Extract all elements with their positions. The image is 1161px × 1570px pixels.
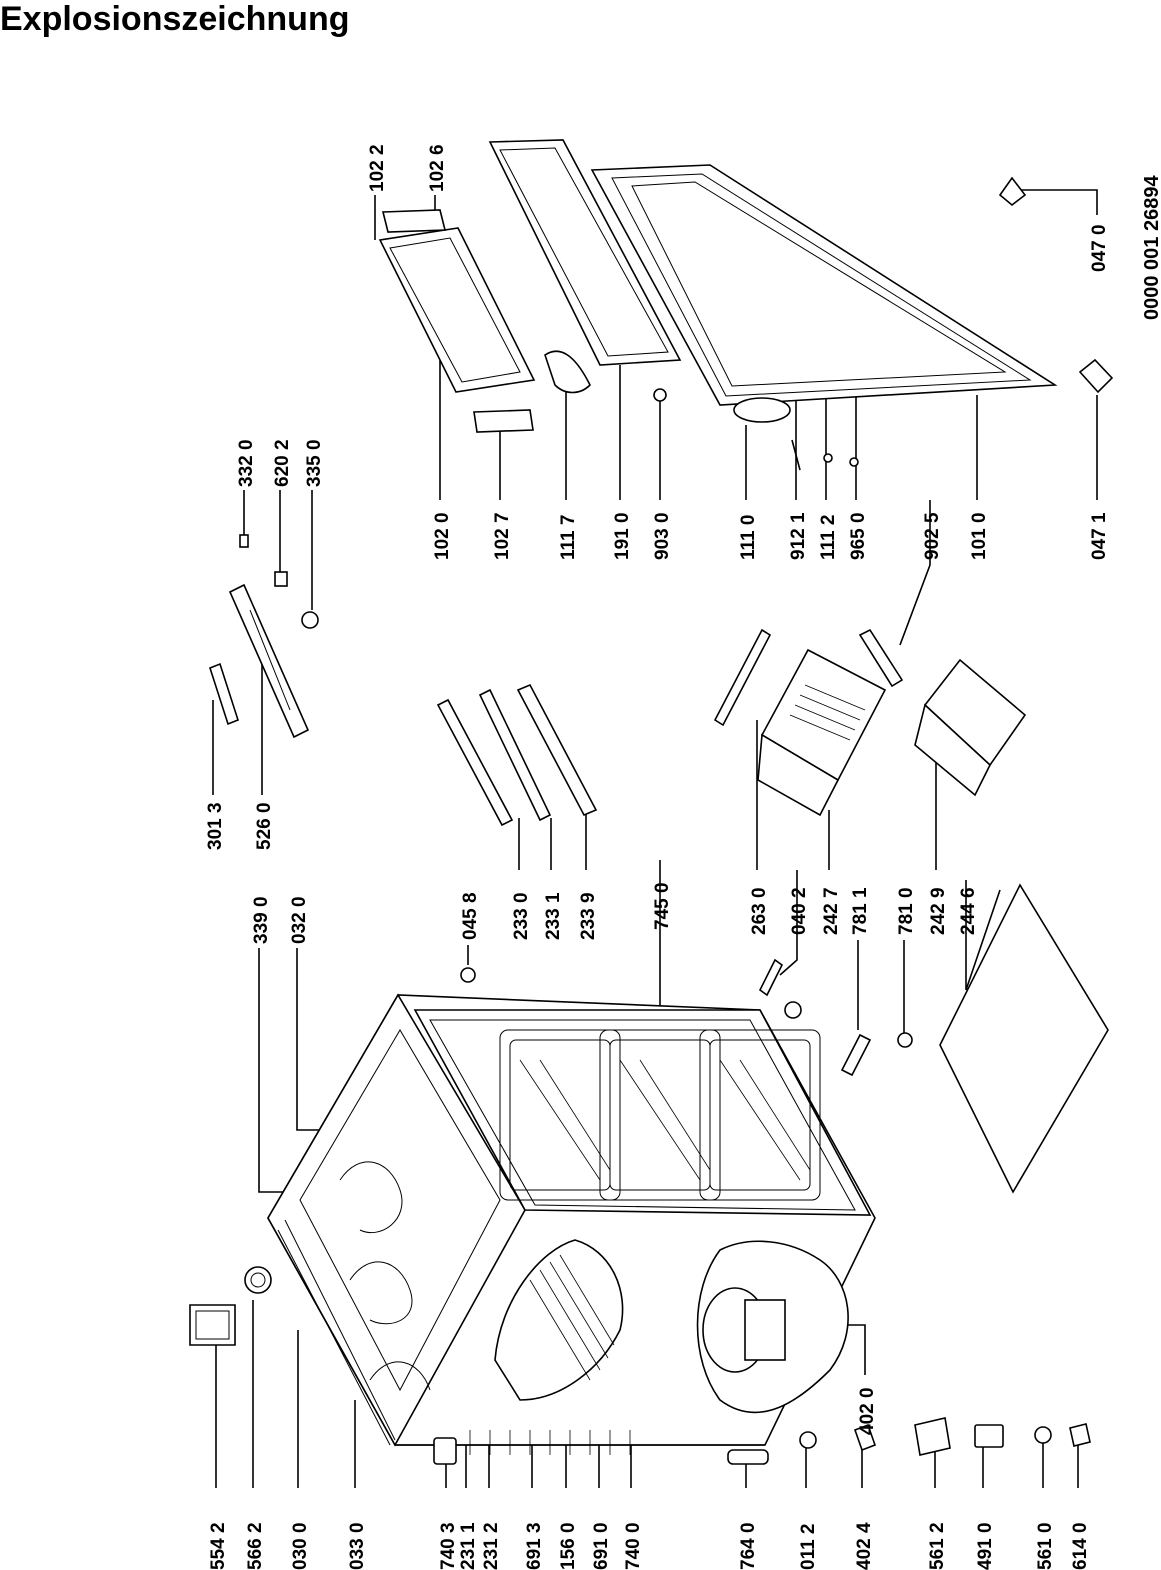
label-231-2: 231 2 [481, 1522, 502, 1570]
label-561-0: 561 0 [1035, 1522, 1056, 1570]
label-566-2: 566 2 [245, 1522, 266, 1570]
label-339-0: 339 0 [251, 896, 272, 944]
label-102-6: 102 6 [427, 144, 448, 192]
label-902-5: 902 5 [922, 512, 943, 560]
label-101-0: 101 0 [969, 512, 990, 560]
label-912-1: 912 1 [788, 512, 809, 560]
label-011-2: 011 2 [798, 1524, 819, 1570]
drawer-grid [789, 684, 866, 741]
door-panel [590, 164, 1058, 406]
label-614-0: 614 0 [1070, 1522, 1091, 1570]
label-781-1: 781 1 [850, 887, 871, 935]
label-242-7: 242 7 [821, 887, 842, 935]
label-102-2: 102 2 [367, 144, 388, 192]
page-title: Explosionszeichnung [0, 0, 350, 38]
label-233-9: 233 9 [578, 892, 599, 940]
label-764-0: 764 0 [738, 1522, 759, 1570]
condenser-coil [529, 1254, 615, 1381]
label-263-0: 263 0 [749, 887, 770, 935]
label-191-0: 191 0 [612, 512, 633, 560]
label-620-2: 620 2 [272, 439, 293, 487]
label-402-4: 402 4 [854, 1522, 875, 1570]
label-554-2: 554 2 [208, 1522, 229, 1570]
label-231-1: 231 1 [458, 1522, 479, 1570]
document-id: 0000 001 26894 [1141, 175, 1161, 320]
label-781-0: 781 0 [896, 887, 917, 935]
label-561-2: 561 2 [927, 1522, 948, 1570]
label-111-2: 111 2 [818, 515, 839, 560]
label-040-2: 040 2 [789, 887, 810, 935]
label-032-0: 032 0 [289, 896, 310, 944]
label-045-8: 045 8 [460, 892, 481, 940]
label-033-0: 033 0 [347, 1522, 368, 1570]
wire-shelves [499, 1029, 821, 1201]
label-111-0: 111 0 [738, 515, 759, 560]
label-244-6: 244 6 [958, 887, 979, 935]
separate-parts [189, 534, 1109, 1346]
part-labels: 554 2 566 2 030 0 033 0 740 3 231 1 231 … [205, 144, 1161, 1570]
handle-part [189, 1304, 236, 1346]
cabinet-body [267, 993, 876, 1455]
label-965-0: 965 0 [848, 512, 869, 560]
small-parts [433, 1417, 1091, 1465]
label-111-7: 111 7 [558, 515, 579, 560]
label-740-3: 740 3 [438, 1522, 459, 1570]
label-491-0: 491 0 [975, 1522, 996, 1570]
glass-plate [939, 883, 1109, 1194]
label-156-0: 156 0 [558, 1522, 579, 1570]
label-301-3: 301 3 [205, 802, 226, 850]
label-740-0: 740 0 [623, 1522, 644, 1570]
label-526-0: 526 0 [254, 802, 275, 850]
label-233-1: 233 1 [543, 892, 564, 940]
label-402-0: 402 0 [857, 1387, 878, 1435]
door-tray [378, 227, 536, 393]
label-332-0: 332 0 [236, 439, 257, 487]
label-335-0: 335 0 [304, 439, 325, 487]
label-745-0: 745 0 [652, 882, 673, 930]
vent-grille [469, 1430, 631, 1455]
label-242-9: 242 9 [928, 887, 949, 935]
control-strip [228, 583, 310, 739]
label-903-0: 903 0 [652, 512, 673, 560]
label-102-0: 102 0 [432, 512, 453, 560]
label-047-0: 047 0 [1089, 224, 1110, 272]
door-assembly [378, 139, 1114, 471]
label-102-7: 102 7 [492, 512, 513, 560]
label-047-1: 047 1 [1089, 512, 1110, 560]
label-691-0: 691 0 [591, 1522, 612, 1570]
label-030-0: 030 0 [290, 1522, 311, 1570]
label-233-0: 233 0 [511, 892, 532, 940]
label-691-3: 691 3 [524, 1522, 545, 1570]
